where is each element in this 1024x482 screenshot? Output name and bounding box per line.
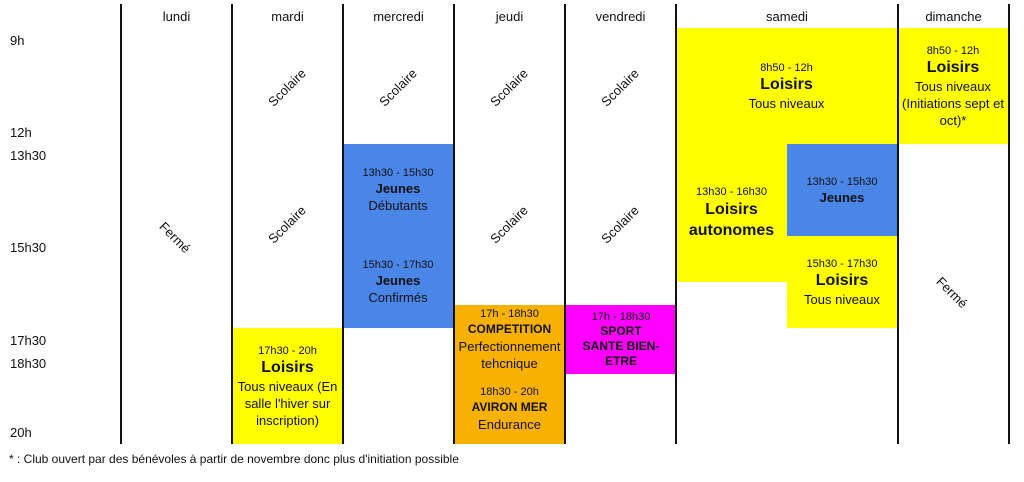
scolaire-label-vendredi-morning: Scolaire [598, 65, 642, 110]
block-title: Loisirs autonomes [688, 201, 775, 239]
block-subtitle: Endurance [478, 417, 541, 432]
scolaire-label-mardi-afternoon: Scolaire [265, 202, 309, 247]
block-title: Jeunes [819, 189, 865, 205]
time-label-17h30: 17h30 [10, 333, 47, 348]
scolaire-label-vendredi-afternoon: Scolaire [598, 202, 642, 247]
column-divider [897, 4, 899, 444]
block-title: Loisirs [815, 271, 869, 289]
samedi-morning-loisirs-block: 8h50 - 12h Loisirs Tous niveaux [676, 28, 897, 144]
scolaire-label-jeudi-morning: Scolaire [487, 65, 531, 110]
column-divider [231, 4, 233, 444]
column-divider [564, 4, 566, 444]
block-time: 17h - 18h30 [591, 311, 651, 323]
mercredi-jeunes-debutants-block: 13h30 - 15h30 Jeunes Débutants [343, 144, 453, 236]
block-subtitle: Tous niveaux (En salle l'hiver sur inscr… [237, 378, 338, 428]
day-header-vendredi: vendredi [595, 9, 646, 24]
column-divider [120, 4, 122, 444]
block-time: 17h30 - 20h [258, 344, 317, 357]
vendredi-sport-sante-block: 17h - 18h30 SPORT SANTE BIEN-ETRE [566, 305, 676, 374]
block-subtitle: Tous niveaux (Initiations sept et oct)* [902, 78, 1004, 128]
block-title: Jeunes [375, 273, 421, 288]
jeudi-aviron-mer-block: 18h30 - 20h AVIRON MER Endurance [454, 374, 565, 444]
scolaire-label-jeudi-afternoon: Scolaire [487, 202, 531, 247]
block-subtitle: Confirmés [368, 290, 428, 305]
day-header-jeudi: jeudi [495, 9, 524, 24]
column-divider [1008, 4, 1010, 444]
block-title: Loisirs [926, 58, 980, 76]
time-label-9h: 9h [10, 33, 25, 48]
time-label-13h30: 13h30 [10, 148, 47, 163]
block-subtitle: Débutants [368, 198, 428, 213]
block-time: 18h30 - 20h [480, 386, 539, 398]
block-title: AVIRON MER [471, 400, 548, 414]
block-title: Loisirs [760, 75, 813, 93]
block-time: 13h30 - 16h30 [696, 186, 767, 198]
block-time: 8h50 - 12h [760, 61, 813, 74]
block-time: 15h30 - 17h30 [806, 257, 878, 270]
block-time: 13h30 - 15h30 [806, 175, 878, 188]
footnote: * : Club ouvert par des bénévoles à part… [9, 452, 459, 466]
scolaire-label-mercredi-morning: Scolaire [376, 65, 420, 110]
time-label-18h30: 18h30 [10, 356, 47, 371]
block-title: Loisirs [261, 358, 314, 376]
time-label-20h: 20h [10, 425, 32, 440]
mardi-loisirs-block: 17h30 - 20h Loisirs Tous niveaux (En sal… [232, 328, 343, 444]
day-header-mercredi: mercredi [373, 9, 424, 24]
column-divider [675, 4, 677, 444]
block-time: 15h30 - 17h30 [362, 259, 434, 271]
ferme-label-dimanche: Fermé [933, 273, 971, 312]
block-time: 8h50 - 12h [926, 44, 980, 57]
samedi-loisirs-autonomes-block: 13h30 - 16h30 Loisirs autonomes [676, 144, 787, 282]
block-time: 17h - 18h30 [480, 308, 539, 320]
block-subtitle: Perfectionnement tehcnique [458, 339, 561, 371]
samedi-jeunes-block: 13h30 - 15h30 Jeunes [787, 144, 897, 236]
block-time: 13h30 - 15h30 [362, 167, 434, 179]
column-divider [453, 4, 455, 444]
ferme-label-lundi: Fermé [156, 218, 194, 257]
day-header-lundi: lundi [162, 9, 191, 24]
column-divider [342, 4, 344, 444]
scolaire-label-mardi-morning: Scolaire [265, 65, 309, 110]
block-title: Jeunes [375, 181, 421, 196]
day-header-samedi: samedi [766, 9, 808, 24]
mercredi-jeunes-confirmes-block: 15h30 - 17h30 Jeunes Confirmés [343, 236, 453, 328]
day-header-mardi: mardi [271, 9, 304, 24]
samedi-loisirs-afternoon-block: 15h30 - 17h30 Loisirs Tous niveaux [787, 236, 897, 328]
block-subtitle: Tous niveaux [748, 95, 825, 111]
time-label-15h30: 15h30 [10, 240, 47, 255]
block-title: COMPETITION [467, 322, 552, 336]
day-header-dimanche: dimanche [925, 9, 982, 24]
dimanche-morning-loisirs-block: 8h50 - 12h Loisirs Tous niveaux (Initiat… [898, 28, 1008, 144]
jeudi-competition-block: 17h - 18h30 COMPETITION Perfectionnement… [454, 305, 565, 374]
block-subtitle: Tous niveaux [804, 291, 880, 307]
time-label-12h: 12h [10, 125, 32, 140]
block-title: SPORT SANTE BIEN-ETRE [582, 324, 660, 368]
